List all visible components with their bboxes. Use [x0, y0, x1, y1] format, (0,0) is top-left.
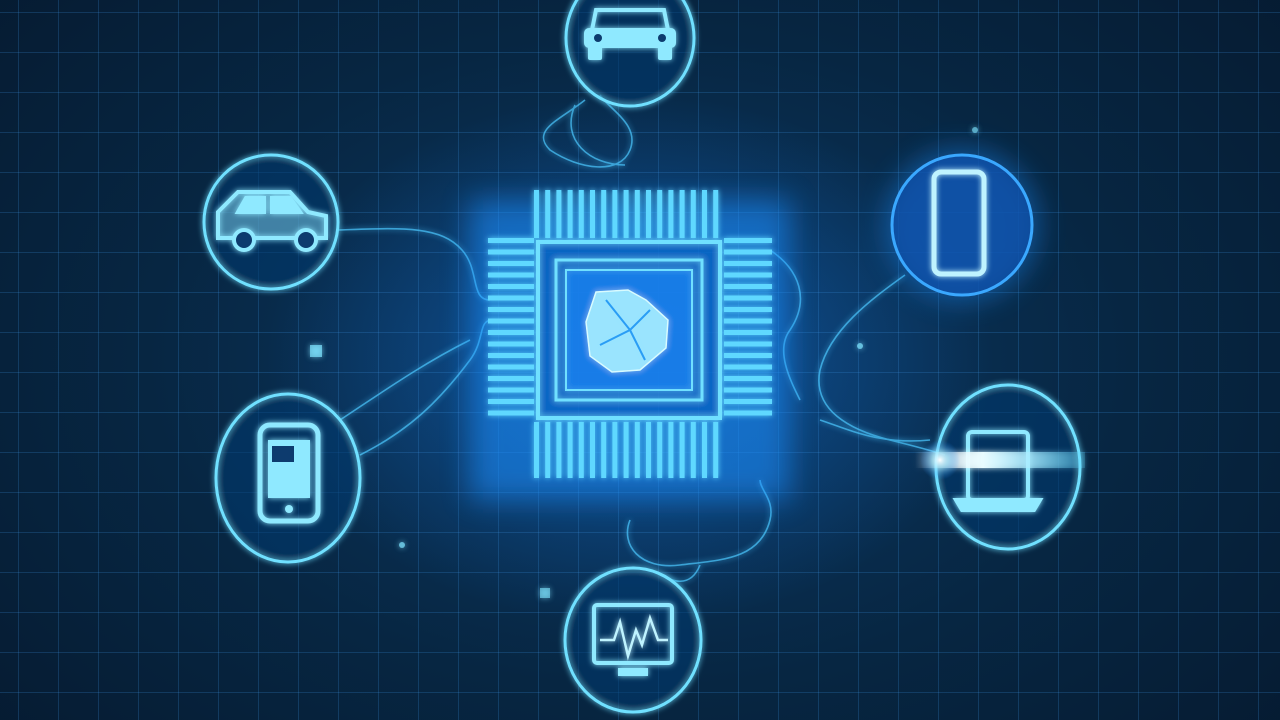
node-smartphone — [214, 392, 362, 564]
chip-pin — [724, 341, 772, 347]
chip-pin — [601, 422, 607, 478]
chip-pin — [724, 399, 772, 404]
chip-pin — [724, 238, 772, 243]
chip-pin — [488, 238, 534, 243]
microchip-processor-icon — [488, 190, 772, 478]
lens-flare — [920, 440, 960, 480]
chip-pin — [724, 410, 772, 416]
car-front-icon — [584, 8, 676, 60]
chip-pin — [488, 341, 534, 347]
chip-pin — [713, 422, 719, 478]
chip-pin — [690, 422, 696, 478]
chip-pin — [556, 190, 562, 238]
chip-pin — [545, 422, 551, 478]
chip-pin — [488, 410, 534, 416]
chip-pin — [724, 376, 772, 381]
chip-pin — [679, 190, 685, 238]
chip-pin — [724, 295, 772, 301]
chip-pin — [634, 190, 640, 238]
chip-pin — [488, 364, 534, 370]
chip-pin — [679, 422, 685, 478]
heart-monitor-icon — [592, 603, 674, 676]
chip-pin — [702, 190, 707, 238]
chip-pin — [488, 376, 534, 381]
node-mobile-phone — [886, 149, 1038, 301]
chip-pin — [567, 190, 573, 238]
chip-pin — [488, 261, 534, 266]
node-laptop — [915, 383, 1085, 551]
chip-pin — [488, 387, 534, 393]
chip-pin — [724, 284, 772, 289]
chip-pin — [657, 422, 663, 478]
chip-pin — [724, 249, 772, 255]
chip-pin — [724, 261, 772, 266]
chip-pin — [724, 307, 772, 312]
chip-pin — [488, 295, 534, 301]
chip-pin — [488, 353, 534, 358]
sparkle-particles — [310, 127, 978, 598]
chip-pin — [488, 284, 534, 289]
chip-pin — [590, 422, 595, 478]
chip-pin — [713, 190, 719, 238]
chip-pin — [724, 330, 772, 335]
chip-pin — [724, 272, 772, 278]
chip-pin — [646, 190, 651, 238]
chip-pin — [668, 190, 674, 238]
chip-pin — [567, 422, 573, 478]
chip-pin — [724, 318, 772, 324]
chip-pin — [724, 387, 772, 393]
chip-pin — [646, 422, 651, 478]
chip-pin — [590, 190, 595, 238]
chip-pin — [488, 307, 534, 312]
chip-pin — [601, 190, 607, 238]
chip-pin — [534, 422, 539, 478]
chip-pin — [556, 422, 562, 478]
node-car-side — [202, 153, 340, 291]
chip-pin — [623, 190, 629, 238]
chip-pin — [578, 190, 584, 238]
chip-pin — [488, 330, 534, 335]
chip-pin — [634, 422, 640, 478]
chip-pin — [488, 249, 534, 255]
chip-pin — [488, 272, 534, 278]
node-heart-monitor — [563, 566, 703, 714]
chip-pin — [724, 353, 772, 358]
chip-pin — [657, 190, 663, 238]
chip-pin — [488, 399, 534, 404]
chip-pin — [488, 318, 534, 324]
chip-pin — [534, 190, 539, 238]
mobile-phone-icon — [931, 169, 987, 277]
chip-pin — [612, 190, 618, 238]
chip-pin — [545, 190, 551, 238]
chip-pin — [623, 422, 629, 478]
chip-pin — [668, 422, 674, 478]
chip-pin — [578, 422, 584, 478]
chip-pin — [690, 190, 696, 238]
node-car-front — [564, 0, 696, 108]
smartphone-icon — [257, 422, 321, 524]
car-side-icon — [216, 190, 328, 252]
chip-pin — [702, 422, 707, 478]
chip-pin — [724, 364, 772, 370]
chip-pin — [612, 422, 618, 478]
